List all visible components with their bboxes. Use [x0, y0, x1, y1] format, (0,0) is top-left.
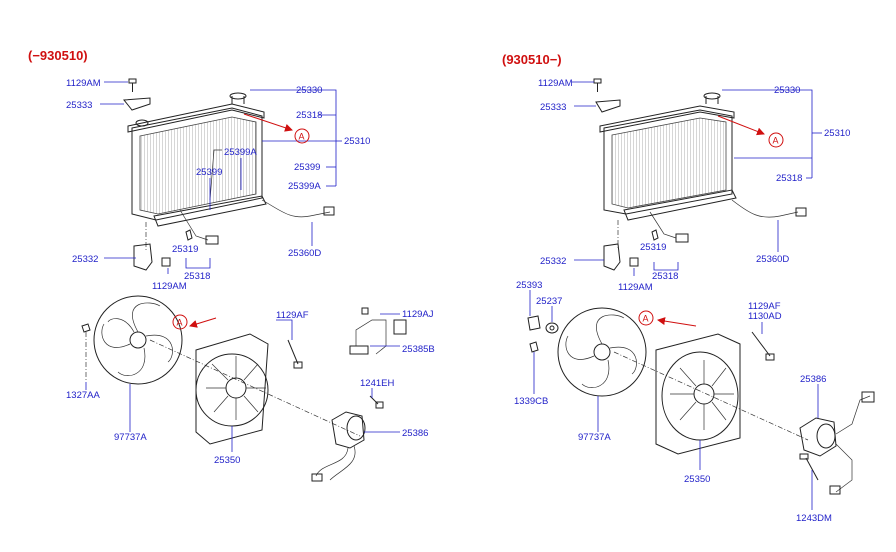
left-label-1129AJ: 1129AJ [402, 309, 434, 320]
left-fan-97737A [93, 295, 183, 385]
left-nut-1327AA [81, 323, 91, 382]
left-header: (−930510) [28, 48, 88, 63]
right-part-25237 [545, 322, 559, 334]
right-label-25333: 25333 [540, 102, 566, 113]
right-label-25386: 25386 [800, 374, 826, 385]
right-callout-a-top: A [773, 136, 779, 146]
left-label-1129AM-top: 1129AM [66, 78, 101, 89]
left-label-1327AA: 1327AA [66, 390, 100, 401]
left-bracket-25332 [133, 243, 153, 271]
right-motor-25386 [799, 391, 875, 495]
left-label-25399-right: 25399 [294, 162, 320, 173]
right-part-25393 [527, 315, 541, 331]
right-bracket-25332 [603, 243, 621, 271]
right-label-1243DM: 1243DM [796, 513, 832, 524]
left-bolt-1129AM-bottom [145, 222, 171, 267]
left-bolt-1129AM-top [128, 78, 137, 92]
left-label-25330: 25330 [296, 85, 322, 96]
left-bracket-25333 [123, 97, 151, 111]
right-label-25330: 25330 [774, 85, 800, 96]
right-bolt-1129AM-bottom [617, 220, 639, 267]
right-callout-a-bottom: A [643, 314, 649, 324]
left-label-25318-top: 25318 [296, 110, 322, 121]
right-bolt-1129AM-top [593, 78, 602, 92]
right-label-1129AM-top: 1129AM [538, 78, 573, 89]
left-label-25399A-mid: 25399A [224, 147, 257, 158]
right-label-25332: 25332 [540, 256, 566, 267]
left-label-25310: 25310 [344, 136, 370, 147]
left-bolt-1129AF [287, 339, 303, 369]
left-bolt-1241EH [369, 395, 384, 409]
left-label-25333: 25333 [66, 100, 92, 111]
left-label-25360D: 25360D [288, 248, 321, 259]
right-label-25319: 25319 [640, 242, 666, 253]
left-label-25399A-right: 25399A [288, 181, 321, 192]
right-label-1339CB: 1339CB [514, 396, 548, 407]
left-motor-25386 [311, 411, 366, 482]
right-label-25318-bottom: 25318 [652, 271, 678, 282]
left-label-25318-bottom: 25318 [184, 271, 210, 282]
left-shroud-25350 [195, 333, 269, 445]
right-bolt-1129AF [751, 331, 775, 361]
left-label-1241EH: 1241EH [360, 378, 394, 389]
left-label-25319: 25319 [172, 244, 198, 255]
left-label-25350: 25350 [214, 455, 240, 466]
left-label-25385B: 25385B [402, 344, 435, 355]
left-harness-25385B [349, 307, 407, 355]
right-label-97737A: 97737A [578, 432, 611, 443]
right-header: (930510−) [502, 52, 562, 67]
right-section: (930510−) [502, 52, 875, 524]
left-label-1129AM-bottom: 1129AM [152, 281, 187, 292]
right-label-1130AD: 1130AD [748, 311, 782, 322]
right-label-25310: 25310 [824, 128, 850, 139]
right-label-25237: 25237 [536, 296, 562, 307]
right-bolt-1243DM [799, 453, 819, 481]
right-label-25393: 25393 [516, 280, 542, 291]
left-callout-a-top: A [299, 132, 305, 142]
left-callout-a-bottom: A [177, 318, 183, 328]
right-bracket-25333 [595, 99, 621, 113]
right-radiator [599, 92, 807, 243]
right-part-1339CB [529, 341, 539, 353]
left-label-25332: 25332 [72, 254, 98, 265]
left-drain-25319 [185, 229, 193, 241]
left-label-97737A: 97737A [114, 432, 147, 443]
left-label-1129AF: 1129AF [276, 310, 309, 321]
left-section: (−930510) [28, 48, 435, 482]
left-label-25399-mid: 25399 [196, 167, 222, 178]
right-shroud-25350 [655, 333, 741, 455]
left-label-25386: 25386 [402, 428, 428, 439]
right-label-25350: 25350 [684, 474, 710, 485]
left-radiator [127, 92, 335, 245]
right-label-1129AF: 1129AF [748, 301, 781, 312]
right-fan-97737A [557, 307, 647, 397]
right-label-1129AM-bottom: 1129AM [618, 282, 653, 293]
right-drain-25319 [651, 229, 659, 241]
right-label-25318-top: 25318 [776, 173, 802, 184]
right-label-25360D: 25360D [756, 254, 789, 265]
